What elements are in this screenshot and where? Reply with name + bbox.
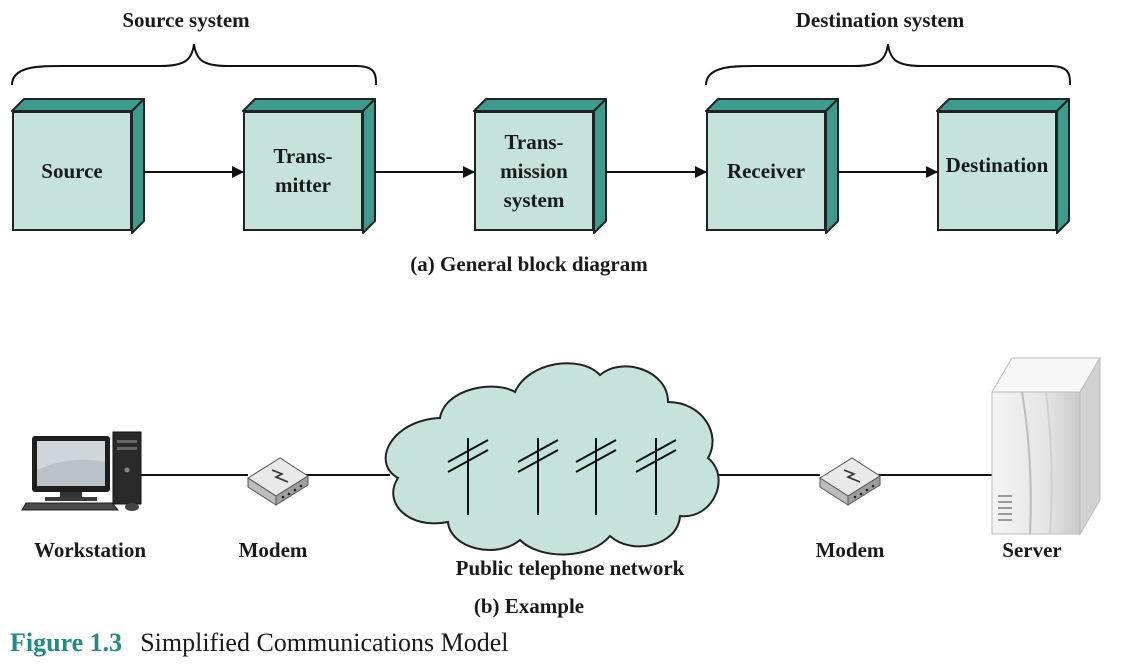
workstation-label: Workstation [33,538,147,562]
figure-caption: Figure 1.3 Simplified Communications Mode… [10,628,509,658]
destination-system-label: Destination system [795,8,965,32]
source-system-brace [11,43,377,86]
source-system-label: Source system [122,8,250,32]
modem-right-label: Modem [815,538,885,562]
destination-block: Destination [937,100,1059,231]
receiver-block-label: Receiver [726,158,806,183]
server-label: Server [1002,538,1062,562]
transmitter-block: Trans- mitter [243,100,365,231]
source-block-label: Source [41,158,103,183]
workstation-icon [21,431,142,511]
block-3d-faces [11,98,1070,234]
telephone-network-cloud-icon [384,362,720,556]
destination-block-label: Destination [945,153,1049,177]
destination-system-brace [705,43,1071,86]
modem-left-label: Modem [238,538,308,562]
source-block: Source [12,100,134,231]
transmission-system-block: Trans- mission system [474,100,596,231]
transmitter-block-label: Trans- mitter [273,144,333,197]
telephone-pole-icons [447,438,677,515]
public-telephone-network-label: Public telephone network [455,556,685,580]
caption-example: (b) Example [473,594,585,618]
transmission-system-block-label: Trans- mission system [500,129,568,212]
figure-number: Figure 1.3 [10,628,123,657]
modem-icon-left [247,457,309,506]
caption-general-block-diagram: (a) General block diagram [410,252,648,276]
modem-icon-right [819,457,881,506]
figure-title: Simplified Communications Model [140,628,509,657]
receiver-block: Receiver [706,100,828,231]
server-icon [991,356,1101,536]
